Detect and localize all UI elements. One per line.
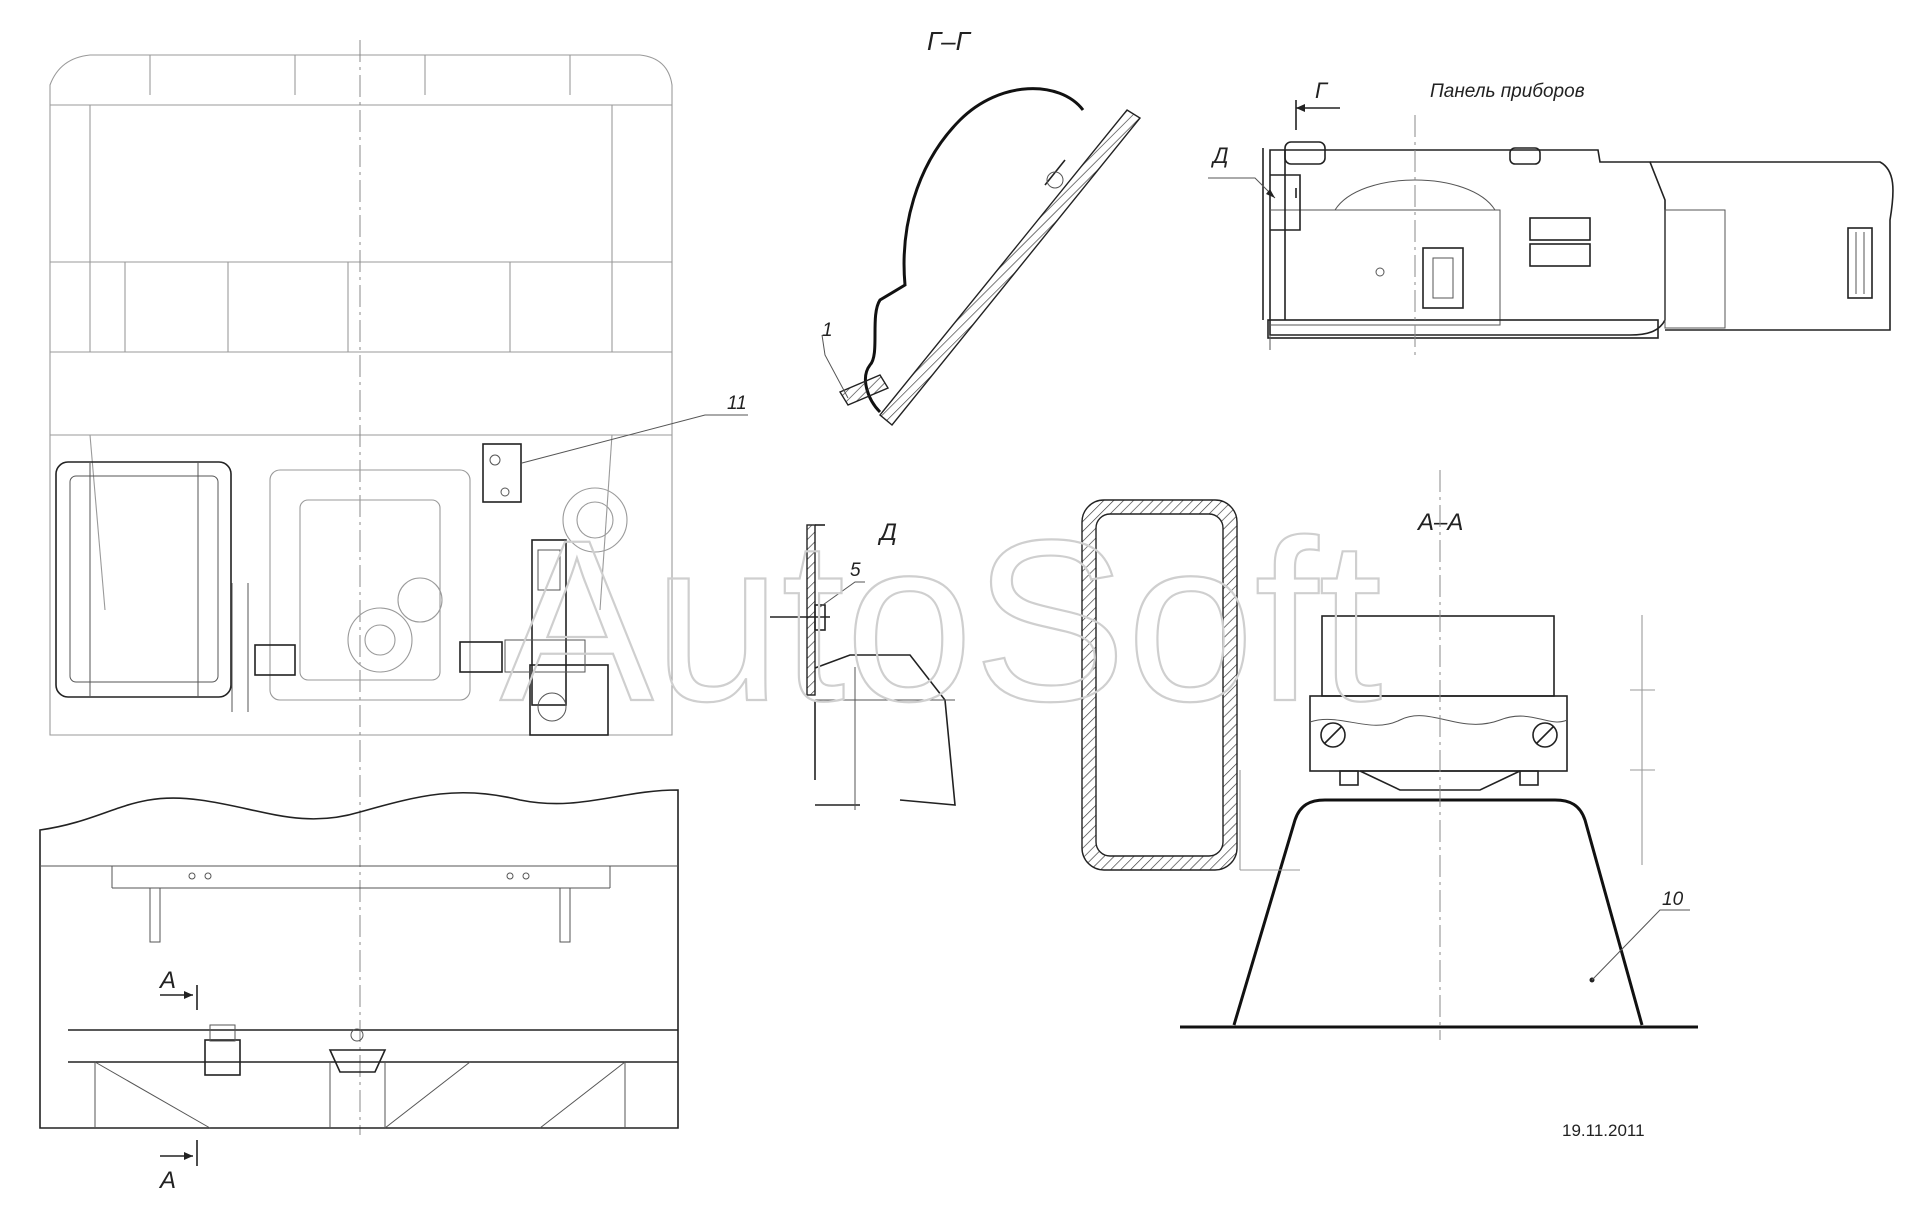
arrow-label-d: Д — [1210, 143, 1229, 168]
drawing-date: 19.11.2011 — [1562, 1121, 1645, 1140]
section-title-d: Д — [877, 519, 897, 546]
section-a-a: А–А 10 — [1081, 470, 1698, 1040]
callout-1: 1 — [822, 320, 833, 341]
instrument-panel-label: Панель приборов — [1430, 81, 1585, 102]
arrow-label-a-bottom: А — [158, 1167, 176, 1194]
arrow-label-g: Г — [1315, 78, 1329, 103]
callout-11: 11 — [727, 393, 747, 414]
section-g-g: Г–Г 1 — [821, 26, 1142, 426]
section-title-g-g: Г–Г — [927, 26, 972, 56]
watermark: AutoSoft — [500, 492, 1382, 749]
section-d: Д 5 — [770, 519, 956, 810]
instrument-panel-view: Панель приборов Г Д — [1208, 78, 1894, 355]
arrow-label-a-top: А — [158, 967, 176, 994]
rear-frame-view: 11 — [49, 40, 748, 1135]
rear-panel-view: А А — [39, 789, 679, 1194]
callout-10: 10 — [1662, 889, 1684, 910]
callout-5: 5 — [850, 560, 861, 581]
